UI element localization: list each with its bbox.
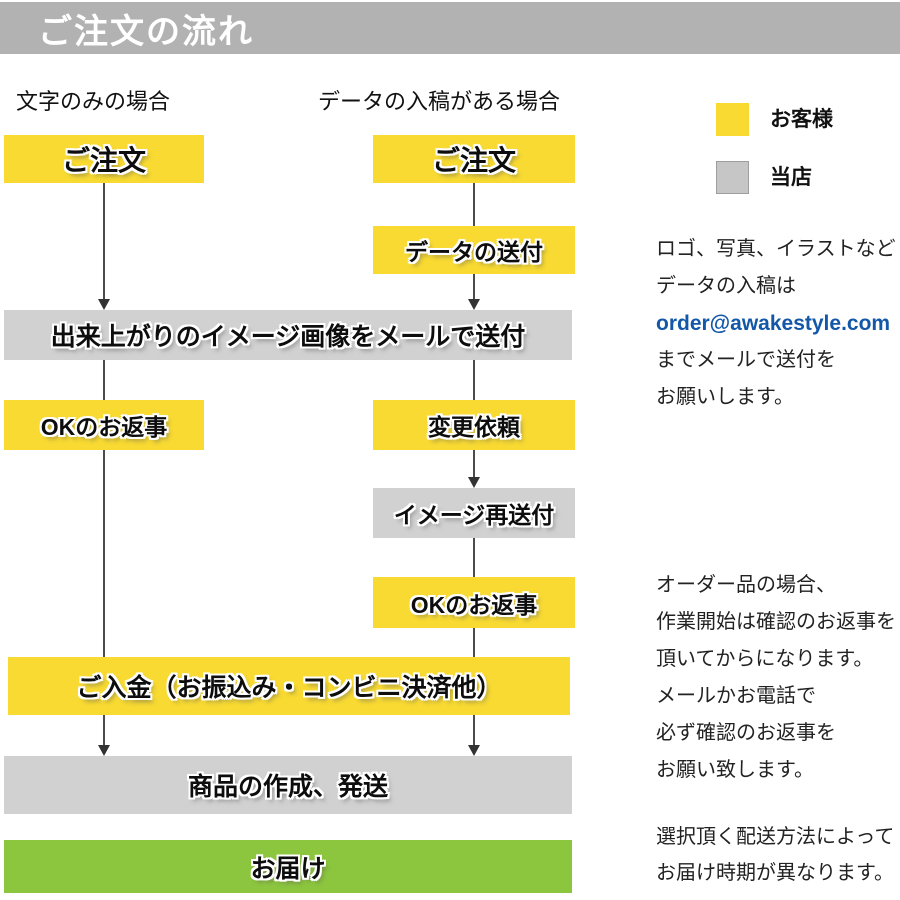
note-line: までメールで送付を — [656, 349, 836, 371]
arrow-down-icon — [468, 745, 480, 756]
note-line: ロゴ、写真、イラストなど — [656, 238, 896, 260]
arrow-down-icon — [98, 745, 110, 756]
note-line: 必ず確認のお返事を — [656, 722, 836, 744]
note-shipping: 選択頂く配送方法によって お届け時期が異なります。 — [656, 819, 894, 891]
connector-line-right-4 — [473, 538, 475, 577]
connector-line-right-1 — [473, 183, 475, 226]
flow-box-image-mail: 出来上がりのイメージ画像をメールで送付 — [4, 310, 572, 360]
legend-shop-swatch — [716, 161, 749, 194]
flow-box-ok-reply-left: OKのお返事 — [4, 400, 204, 450]
flow-box-label: ご注文 — [431, 145, 516, 176]
note-line: データの入稿は — [656, 275, 796, 297]
note-line: メールかお電話で — [656, 685, 816, 707]
flow-box-production: 商品の作成、発送 — [4, 756, 572, 814]
connector-line-right-2 — [473, 274, 475, 300]
column-label-with-data: データの入稿がある場合 — [318, 89, 561, 114]
note-line: 頂いてからになります。 — [656, 648, 874, 670]
header-bar: ご注文の流れ — [0, 2, 900, 54]
note-confirmation: オーダー品の場合、 作業開始は確認のお返事を 頂いてからになります。 メールかお… — [656, 567, 896, 789]
note-line: お願い致します。 — [656, 759, 814, 781]
flow-box-label: OKのお返事 — [40, 414, 168, 440]
note-data-submission: ロゴ、写真、イラストなど データの入稿は order@awakestyle.co… — [656, 231, 896, 416]
flow-box-label: ご注文 — [61, 145, 146, 176]
flow-box-label: データの送付 — [405, 239, 543, 265]
connector-line-left-1 — [103, 183, 105, 300]
note-line: オーダー品の場合、 — [656, 574, 836, 596]
flow-box-image-resend: イメージ再送付 — [373, 488, 575, 538]
flow-box-label: イメージ再送付 — [393, 502, 555, 528]
legend-customer-label: お客様 — [770, 108, 833, 131]
email-link[interactable]: order@awakestyle.com — [656, 312, 891, 335]
note-line: 作業開始は確認のお返事を — [656, 611, 896, 633]
legend-customer-swatch — [716, 103, 749, 136]
note-line: お願いします。 — [656, 386, 794, 408]
flow-box-label: お届け — [250, 854, 326, 883]
page-title: ご注文の流れ — [38, 12, 254, 51]
arrow-down-icon — [98, 299, 110, 310]
flow-box-payment: ご入金（お振込み・コンビニ決済他） — [8, 657, 570, 715]
flow-box-ok-reply-right: OKのお返事 — [373, 577, 575, 628]
flow-box-data-send: データの送付 — [373, 226, 575, 274]
flow-box-change-request: 変更依頼 — [373, 400, 575, 450]
flow-box-label: 出来上がりのイメージ画像をメールで送付 — [50, 323, 526, 351]
flow-box-order-left: ご注文 — [4, 135, 204, 183]
flow-box-label: ご入金（お振込み・コンビニ決済他） — [76, 674, 502, 702]
legend-shop-label: 当店 — [770, 166, 812, 189]
flow-box-label: 商品の作成、発送 — [187, 773, 388, 801]
arrow-down-icon — [468, 299, 480, 310]
arrow-down-icon — [468, 477, 480, 488]
note-line: お届け時期が異なります。 — [656, 862, 894, 884]
flow-box-label: OKのお返事 — [410, 591, 538, 618]
connector-line-left-2 — [103, 360, 105, 748]
column-label-text-only: 文字のみの場合 — [16, 89, 171, 114]
flow-box-order-right: ご注文 — [373, 135, 575, 183]
flow-box-delivery: お届け — [4, 840, 572, 893]
flow-box-label: 変更依頼 — [428, 414, 520, 440]
note-line: 選択頂く配送方法によって — [656, 826, 895, 848]
